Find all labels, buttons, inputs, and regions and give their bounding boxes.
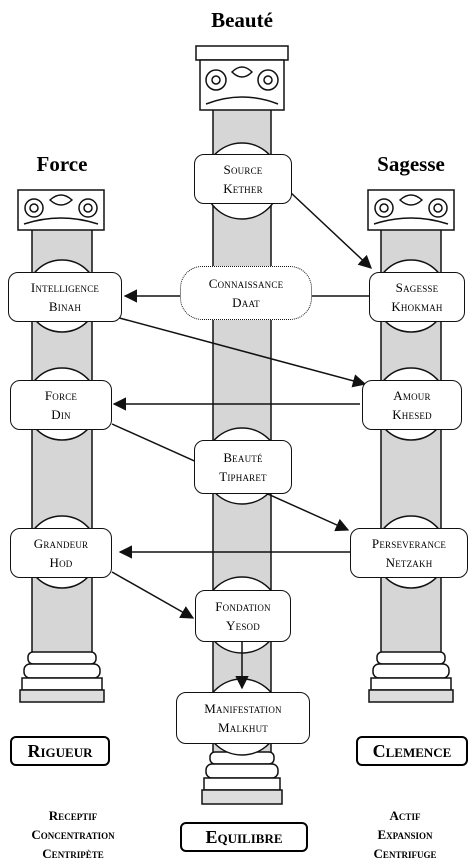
desc-right-line2: Expansion — [377, 827, 433, 842]
node-malkhut-line2: Malkhut — [218, 720, 268, 735]
node-khesed[interactable]: Amour Khesed — [362, 380, 462, 430]
desc-right: Actif Expansion Centrifuge — [340, 806, 470, 863]
node-daat-line2: Daat — [232, 295, 260, 310]
node-binah-line2: Binah — [48, 299, 82, 314]
node-khokmah-line2: Khokmah — [391, 299, 443, 314]
desc-left-line2: Concentration — [31, 827, 115, 842]
node-khesed-line1: Amour — [393, 388, 431, 403]
node-kether-line2: Kether — [223, 181, 263, 196]
desc-right-line3: Centrifuge — [373, 846, 437, 861]
label-rigueur: Rigueur — [10, 736, 110, 766]
node-khesed-line2: Khesed — [392, 407, 432, 422]
node-daat-line1: Connaissance — [208, 276, 284, 291]
center-base — [201, 751, 283, 805]
right-base — [368, 651, 454, 703]
node-khokmah-line1: Sagesse — [395, 280, 439, 295]
node-netzakh[interactable]: Perseverance Netzakh — [350, 528, 468, 578]
title-sagesse: Sagesse — [377, 152, 445, 176]
desc-left: Receptif Concentration Centripète — [0, 806, 146, 863]
title-force: Force — [36, 152, 88, 176]
desc-left-line3: Centripète — [42, 846, 104, 861]
desc-left-line1: Receptif — [48, 808, 98, 823]
node-daat[interactable]: Connaissance Daat — [180, 266, 312, 320]
desc-right-line1: Actif — [389, 808, 421, 823]
node-netzakh-line1: Perseverance — [371, 536, 447, 551]
node-din-line1: Force — [44, 388, 78, 403]
right-capital — [367, 189, 455, 231]
left-base — [19, 651, 105, 703]
arrow-hod-yesod — [111, 571, 195, 619]
node-kether-line1: Source — [223, 162, 263, 177]
node-yesod-line1: Fondation — [215, 599, 271, 614]
node-tipharet-line2: Tipharet — [219, 469, 267, 484]
node-malkhut[interactable]: Manifestation Malkhut — [176, 692, 310, 744]
left-capital — [17, 189, 105, 231]
node-hod[interactable]: Grandeur Hod — [10, 528, 112, 578]
title-beaute: Beauté — [211, 8, 273, 32]
node-netzakh-line2: Netzakh — [385, 555, 433, 570]
arrow-kether-khokmah — [289, 191, 372, 269]
node-din[interactable]: Force Din — [10, 380, 112, 430]
node-yesod[interactable]: Fondation Yesod — [195, 590, 291, 642]
arrow-binah-khesed — [111, 315, 367, 388]
node-yesod-line2: Yesod — [226, 618, 260, 633]
node-kether[interactable]: Source Kether — [194, 154, 292, 204]
node-hod-line2: Hod — [49, 555, 73, 570]
node-binah-line1: Intelligence — [30, 280, 100, 295]
node-hod-line1: Grandeur — [33, 536, 89, 551]
label-clemence: Clemence — [356, 736, 468, 766]
node-tipharet-line1: Beauté — [223, 450, 263, 465]
label-equilibre: Equilibre — [180, 822, 308, 852]
node-malkhut-line1: Manifestation — [204, 701, 282, 716]
node-tipharet[interactable]: Beauté Tipharet — [194, 440, 292, 494]
center-capital — [195, 45, 289, 111]
node-binah[interactable]: Intelligence Binah — [8, 272, 122, 322]
node-khokmah[interactable]: Sagesse Khokmah — [369, 272, 465, 322]
node-din-line2: Din — [51, 407, 71, 422]
